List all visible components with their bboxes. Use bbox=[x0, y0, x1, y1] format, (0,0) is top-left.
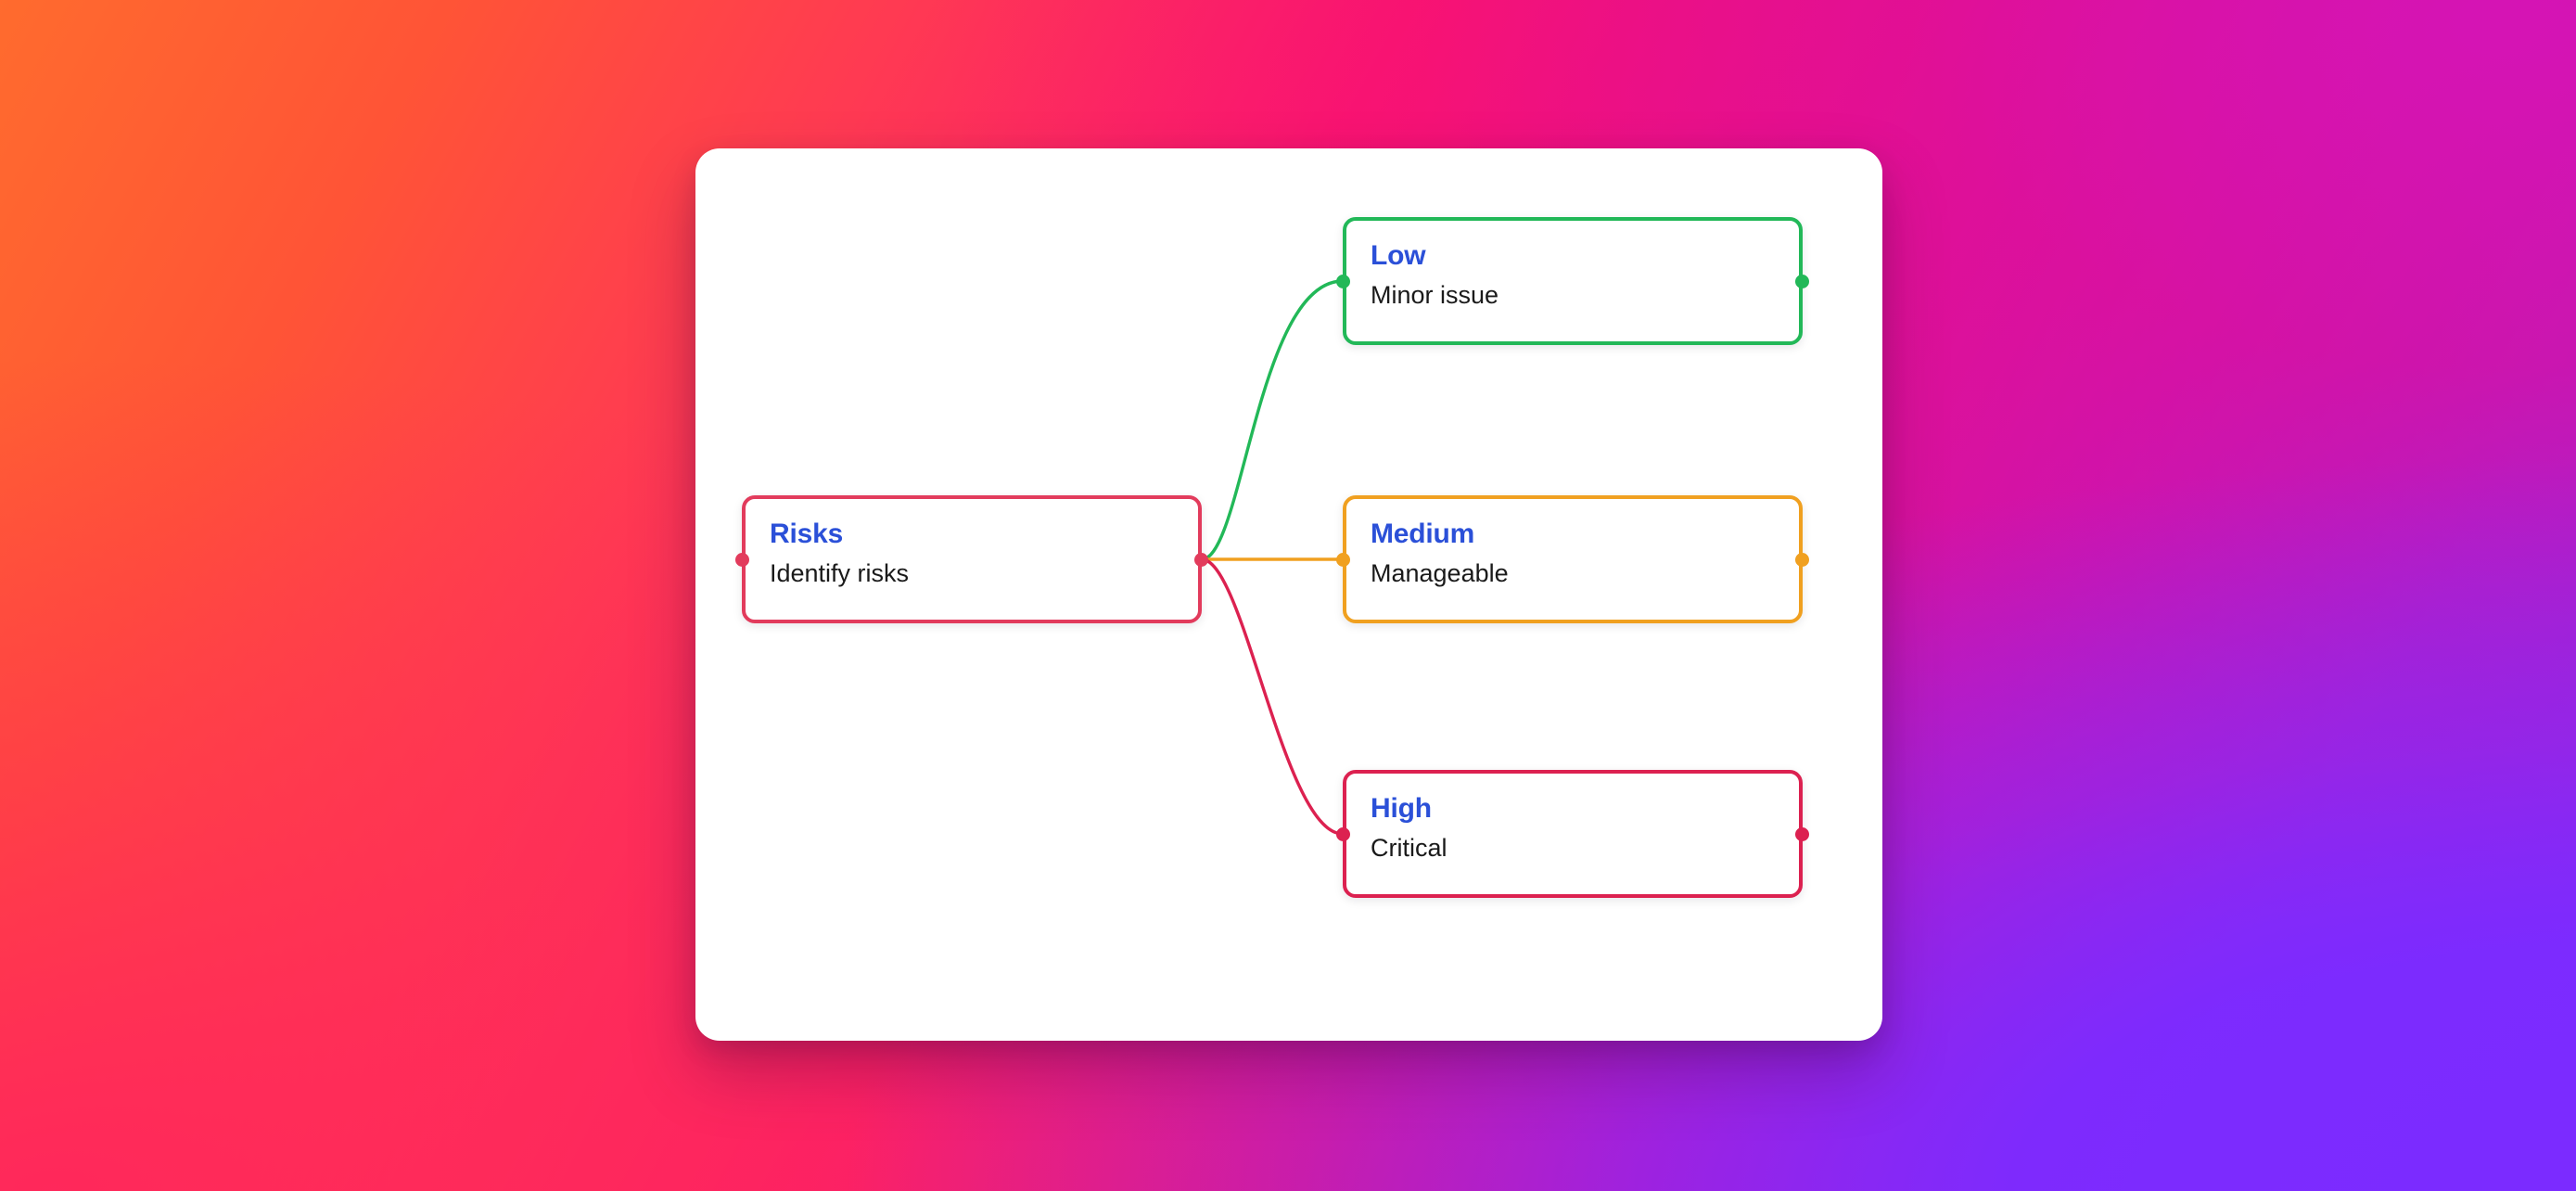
node-description: Minor issue bbox=[1371, 281, 1499, 310]
node-port-left[interactable] bbox=[1336, 826, 1350, 841]
mindmap-node-low[interactable]: Low Minor issue bbox=[1336, 217, 1809, 345]
node-title: Risks bbox=[770, 519, 844, 549]
node-port-left[interactable] bbox=[1336, 274, 1350, 288]
node-title: Medium bbox=[1371, 519, 1475, 549]
node-port-right[interactable] bbox=[1194, 552, 1208, 567]
mindmap-node-high[interactable]: High Critical bbox=[1336, 770, 1809, 898]
node-title: High bbox=[1371, 793, 1432, 824]
node-port-right[interactable] bbox=[1795, 826, 1809, 841]
node-port-left[interactable] bbox=[1336, 552, 1350, 567]
mindmap-node-risks[interactable]: Risks Identify risks bbox=[735, 495, 1208, 623]
mindmap-node-medium[interactable]: Medium Manageable bbox=[1336, 495, 1809, 623]
node-title: Low bbox=[1371, 240, 1426, 271]
node-port-left[interactable] bbox=[735, 552, 749, 567]
node-port-right[interactable] bbox=[1795, 552, 1809, 567]
node-description: Identify risks bbox=[770, 559, 910, 588]
node-description: Critical bbox=[1371, 834, 1447, 863]
node-port-right[interactable] bbox=[1795, 274, 1809, 288]
node-description: Manageable bbox=[1371, 559, 1509, 588]
